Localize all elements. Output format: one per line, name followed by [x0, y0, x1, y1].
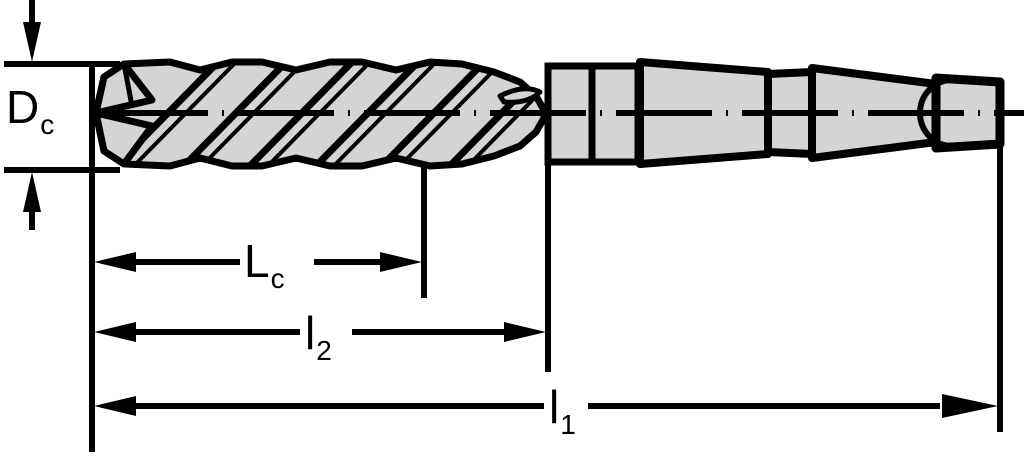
l1-arrow-right-head: [942, 394, 998, 418]
lc-arrow-right-head: [380, 252, 422, 272]
l2-label-base: l: [305, 307, 316, 359]
drill-point: [92, 60, 156, 168]
lc-label-base: L: [244, 235, 270, 287]
dc-arrow-bottom-head: [23, 172, 41, 212]
dimension-label-dc: Dc: [6, 81, 54, 139]
flute-end-margin: [497, 86, 543, 105]
l2-arrow-left-head: [94, 322, 136, 342]
dimension-label-l2: l2: [305, 307, 332, 365]
dimension-l2: [94, 322, 546, 342]
dimension-label-lc: Lc: [244, 235, 285, 293]
dc-label-base: D: [6, 81, 40, 133]
tool-body-group: [92, 58, 1024, 170]
dimension-dc: [4, 0, 120, 230]
l2-arrow-right-head: [504, 322, 546, 342]
dc-label-subscript: c: [40, 109, 55, 140]
dimension-l1: [94, 394, 998, 418]
lc-arrow-left-head: [94, 252, 136, 272]
dc-arrow-top-head: [23, 22, 41, 62]
l2-label-subscript: 2: [316, 335, 332, 366]
chisel-edge: [121, 63, 135, 107]
dimension-label-l1: l1: [549, 381, 576, 439]
dimension-lc: [94, 252, 422, 272]
l1-label-base: l: [549, 381, 560, 433]
point-lower-lip: [92, 109, 156, 168]
lc-label-subscript: c: [270, 263, 285, 294]
l1-label-subscript: 1: [560, 409, 576, 440]
l1-arrow-left-head: [94, 396, 136, 416]
